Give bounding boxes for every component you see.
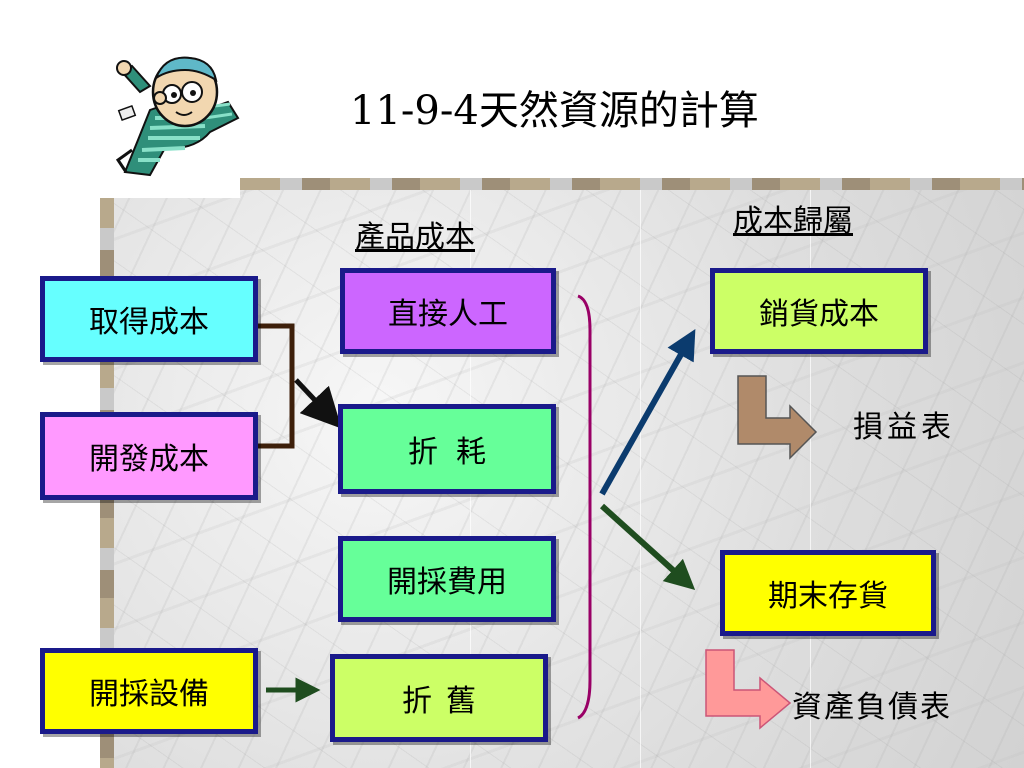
page-title: 11-9-4天然資源的計算 <box>350 88 759 134</box>
to-inventory-arrow <box>599 503 696 591</box>
depletion-box: 折耗 <box>338 404 556 494</box>
cartoon-character-icon <box>115 56 240 177</box>
corner-patch <box>100 178 240 198</box>
mining-equipment-label: 開採設備 <box>89 677 209 712</box>
acquisition-cost-box: 取得成本 <box>40 276 258 362</box>
mining-equipment-box: 開採設備 <box>40 648 258 734</box>
top-border-strip <box>240 178 1024 190</box>
cogs-box: 銷貨成本 <box>710 268 928 354</box>
product-cost-brace <box>577 294 592 720</box>
to-income-statement-arrow <box>737 375 818 460</box>
to-depletion-arrow <box>294 378 342 429</box>
depreciation-label: 折舊 <box>402 684 490 719</box>
product-cost-header: 產品成本 <box>355 220 475 255</box>
to-cogs-arrow <box>599 328 696 496</box>
depreciation-box: 折舊 <box>330 654 548 742</box>
depletion-label: 折耗 <box>408 435 504 470</box>
mining-expense-box: 開採費用 <box>338 536 556 622</box>
merge-bracket <box>258 323 295 449</box>
ending-inventory-box: 期末存貨 <box>720 550 936 636</box>
direct-labor-label: 直接人工 <box>388 297 508 332</box>
background-rule <box>640 190 641 768</box>
development-cost-box: 開發成本 <box>40 412 258 500</box>
development-cost-label: 開發成本 <box>89 442 209 477</box>
direct-labor-box: 直接人工 <box>340 268 556 354</box>
mining-expense-label: 開採費用 <box>387 565 507 600</box>
ending-inventory-label: 期末存貨 <box>768 579 888 614</box>
income-statement-label: 損益表 <box>853 410 955 445</box>
background-rule <box>810 190 811 768</box>
cost-attribution-header: 成本歸屬 <box>733 204 853 239</box>
acquisition-cost-label: 取得成本 <box>89 305 209 340</box>
balance-sheet-label: 資產負債表 <box>792 690 952 725</box>
to-balance-sheet-arrow <box>705 649 792 730</box>
cogs-label: 銷貨成本 <box>759 297 879 332</box>
